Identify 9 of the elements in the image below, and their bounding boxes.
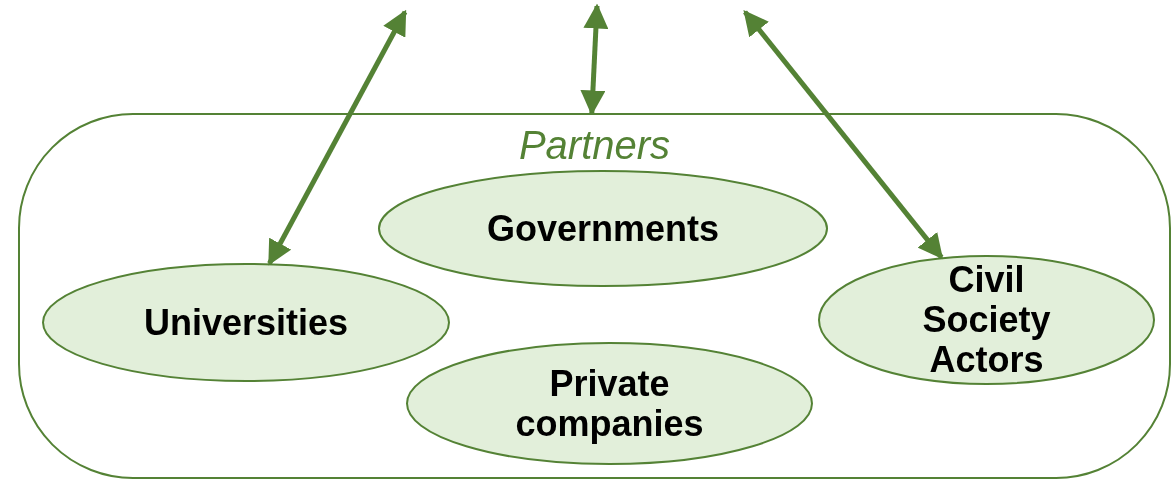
double-arrow: [580, 3, 609, 116]
group-title: Partners: [517, 123, 672, 168]
double-arrow: [267, 9, 408, 266]
double-arrow: [743, 10, 944, 260]
partners-group-box: [18, 113, 1171, 479]
partner-label: Governments: [485, 208, 721, 249]
partner-label: Universities: [142, 302, 350, 343]
partner-label: Private companies: [514, 363, 705, 444]
partner-label: Civil Society Actors: [921, 260, 1052, 380]
